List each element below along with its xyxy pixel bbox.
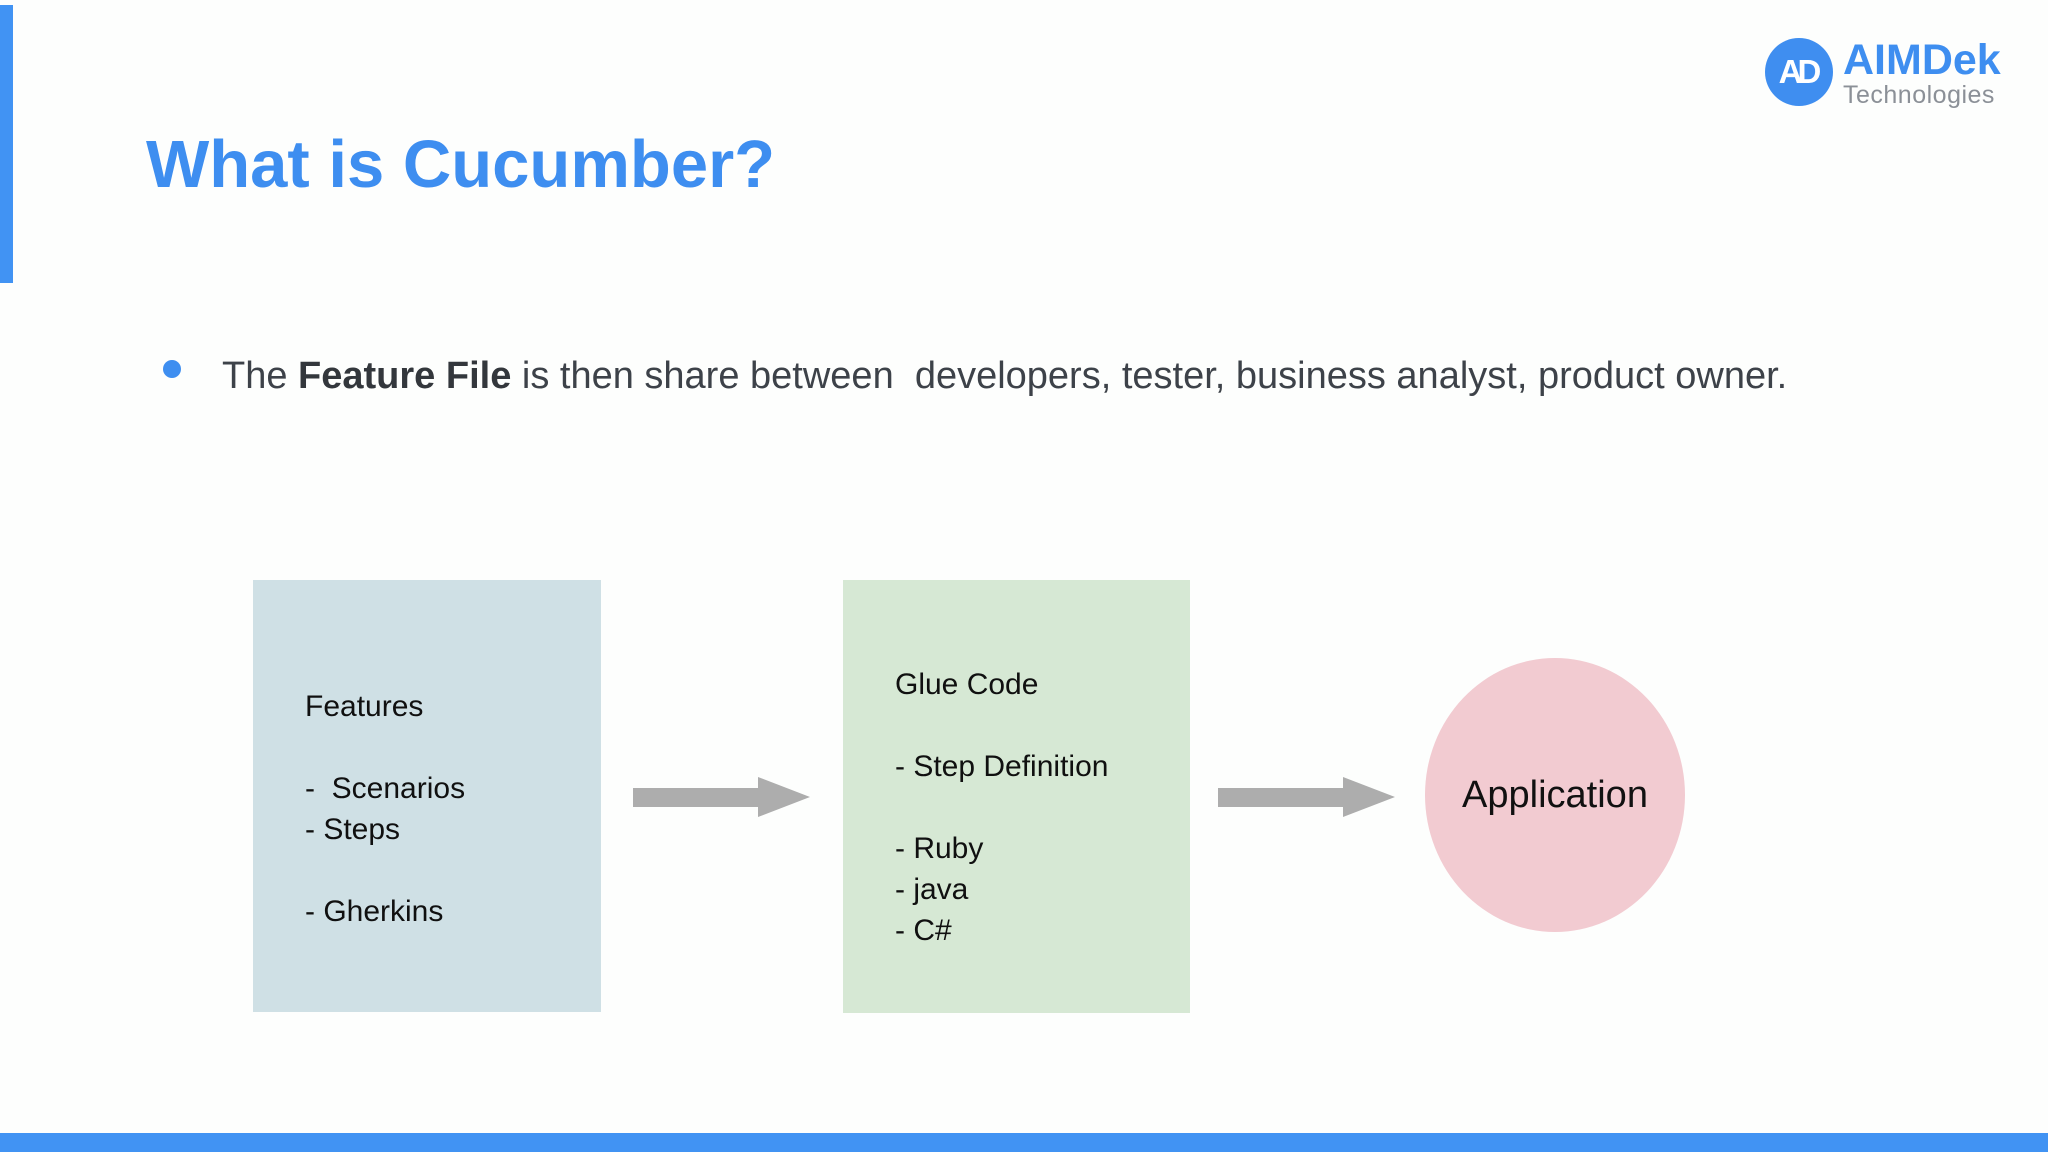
bullet-dot-icon bbox=[163, 360, 181, 378]
glue-code-box: Glue Code - Step Definition - Ruby - jav… bbox=[843, 580, 1190, 1013]
arrow-head bbox=[758, 777, 810, 817]
aimdek-logo-icon: AD bbox=[1765, 38, 1833, 106]
logo-company-name: AIMDek bbox=[1843, 36, 2001, 84]
glue-box-item-csharp: - C# bbox=[895, 914, 952, 947]
glue-box-spacer bbox=[895, 787, 1180, 828]
bullet-paragraph: The Feature File is then share between d… bbox=[222, 331, 1882, 421]
logo-company-subtitle: Technologies bbox=[1843, 81, 1995, 109]
features-box-item-scenarios: - Scenarios bbox=[305, 772, 466, 805]
glue-box-spacer bbox=[895, 705, 1180, 746]
application-circle-label: Application bbox=[1462, 773, 1648, 816]
bullet-text-rest: is then share between developers, tester… bbox=[511, 355, 1788, 397]
glue-box-item-ruby: - Ruby bbox=[895, 832, 984, 865]
left-accent-bar bbox=[0, 5, 13, 283]
arrow-shaft bbox=[633, 788, 758, 807]
application-circle: Application bbox=[1425, 658, 1685, 932]
arrow-head bbox=[1343, 777, 1395, 817]
glue-box-item-step-definition: - Step Definition bbox=[895, 750, 1109, 783]
glue-box-item-java: - java bbox=[895, 873, 969, 906]
features-box-item-gherkins: - Gherkins bbox=[305, 895, 444, 928]
features-box: Features - Scenarios - Steps - Gherkins bbox=[253, 580, 601, 1012]
features-box-spacer bbox=[305, 850, 591, 891]
arrow-shaft bbox=[1218, 788, 1343, 807]
bullet-text-bold: Feature File bbox=[298, 355, 512, 397]
arrow-glue-to-application-icon bbox=[1218, 777, 1395, 817]
logo-wordmark: AIMDek Technologies bbox=[1843, 38, 2001, 108]
bullet-text-prefix: The bbox=[222, 355, 299, 397]
glue-box-title: Glue Code bbox=[895, 668, 1039, 701]
arrow-features-to-glue-icon bbox=[633, 777, 810, 817]
features-box-spacer bbox=[305, 727, 591, 768]
features-box-item-steps: - Steps bbox=[305, 813, 401, 846]
bottom-accent-bar bbox=[0, 1133, 2048, 1152]
aimdek-logo: AD AIMDek Technologies bbox=[1765, 38, 2001, 108]
slide-title: What is Cucumber? bbox=[146, 127, 776, 202]
features-box-title: Features bbox=[305, 690, 424, 723]
